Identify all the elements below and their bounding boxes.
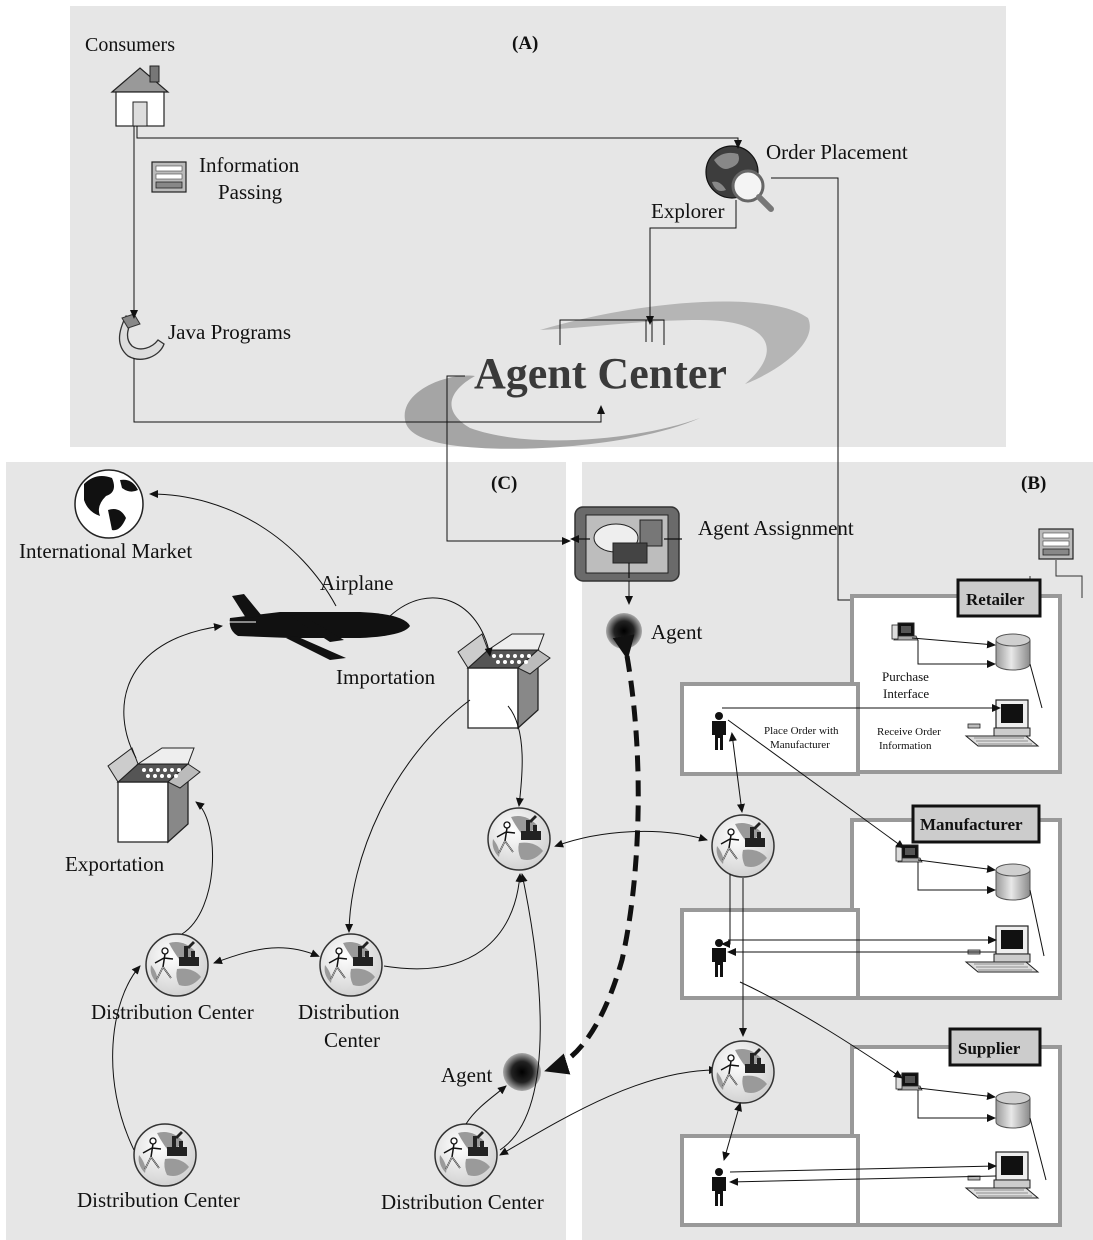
manufacturer-label: Manufacturer [920, 815, 1023, 834]
manufacturer-pc-down-connector [917, 862, 996, 894]
order-to-retailer-connector [771, 177, 852, 601]
importation-label: Importation [336, 665, 436, 689]
java-programs-label: Java Programs [168, 320, 291, 344]
supplier-database-icon [995, 1091, 1031, 1129]
information-label: Information [199, 153, 300, 177]
supplier-person-to-workstation-2 [729, 1175, 997, 1186]
exportation-to-airplane-connector [123, 623, 223, 759]
agent-top-label: Agent [651, 620, 702, 644]
manufacturer-distribution-center-icon [711, 814, 775, 878]
explorer-to-agent-center-connector [646, 200, 737, 325]
passing-label: Passing [218, 180, 283, 204]
manufacturer-database-icon [995, 863, 1031, 901]
distribution-center-mid-label-line1: Distribution [298, 1000, 400, 1024]
panel-c-label: (C) [491, 473, 517, 494]
airplane-label: Airplane [320, 571, 393, 595]
purchase-interface-line1: Purchase [882, 669, 929, 684]
supplier-pc-icon [895, 1072, 923, 1091]
explorer-label: Explorer [651, 199, 724, 223]
agent-top-icon [606, 613, 642, 649]
purchase-interface-line2: Interface [883, 686, 929, 701]
supplier-group [680, 1027, 1062, 1227]
manufacturer-dc-to-person-connector-1 [721, 874, 731, 948]
distribution-center-bottom-left-label: Distribution Center [77, 1188, 240, 1212]
purchase-pc-icon [891, 622, 919, 641]
distribution-center-icon [133, 1123, 197, 1187]
retailer-db-to-workstation-connector [1029, 663, 1043, 709]
dc-mid-to-dc-top-connector [383, 873, 524, 970]
java-to-agent-center-connector [133, 358, 605, 423]
supplier-label: Supplier [958, 1039, 1021, 1058]
supplier-db-to-workstation-connector [1029, 1117, 1047, 1181]
distribution-center-icon [487, 807, 551, 871]
agent-center-bracket [559, 319, 665, 345]
panel-a-background [70, 6, 1006, 447]
agent-center-to-assignment-connector [446, 375, 571, 545]
supplier-distribution-center-icon [711, 1040, 775, 1104]
order-placement-label: Order Placement [766, 140, 908, 164]
consumers-label: Consumers [85, 34, 175, 56]
panel-c-background [6, 462, 566, 1240]
manufacturer-person-to-supplier-pc [739, 981, 903, 1079]
manufacturer-pc-icon [895, 844, 923, 863]
international-market-label: International Market [19, 539, 192, 563]
agent-assignment-icon [572, 506, 682, 582]
dc-mid-to-dc-left-connector [213, 947, 320, 965]
supplier-dc-to-person-connector [722, 1102, 742, 1161]
place-order-line1: Place Order with [764, 725, 839, 737]
retailer-database-icon [995, 633, 1031, 671]
supplier-pc-down-connector [917, 1090, 996, 1122]
airplane-market-connector [149, 490, 337, 607]
retailer-person-to-dc-connector [728, 732, 745, 813]
house-icon [110, 65, 170, 127]
agent-center-swoosh-lower [404, 375, 700, 449]
retailer-form-icon [1038, 528, 1074, 560]
retailer-label: Retailer [966, 590, 1025, 609]
retailer-person-to-manufacturer-pc [727, 719, 905, 849]
information-form-icon [151, 161, 187, 193]
agent-center-title: Agent Center [474, 349, 727, 398]
distribution-center-icon [319, 933, 383, 997]
dc-to-exportation-connector [181, 801, 214, 935]
distribution-center-icon [434, 1123, 498, 1187]
receive-order-line1: Receive Order [877, 726, 941, 738]
international-market-globe-icon [74, 469, 144, 539]
retailer-pc-down-connector [917, 640, 996, 668]
panel-a-label: (A) [512, 33, 538, 54]
manufacturer-pc-to-db-connector [917, 859, 996, 873]
distribution-center-left-label: Distribution Center [91, 1000, 254, 1024]
dc-bottom-left-to-dc-left-connector [112, 965, 141, 1151]
distribution-center-icon [145, 933, 209, 997]
supplier-person-to-workstation-1 [729, 1162, 997, 1173]
consumers-to-order-connector [136, 126, 742, 149]
agent-center-swoosh [540, 301, 810, 384]
airplane-to-importation-connector [389, 597, 493, 657]
supplier-pc-to-db-connector [917, 1087, 996, 1101]
importation-to-dc-connector [507, 705, 524, 807]
airplane-icon [228, 594, 410, 660]
importation-to-dc-mid-connector [345, 699, 471, 933]
agent-bottom-label: Agent [441, 1063, 492, 1087]
retailer-pc-to-db-connector [911, 637, 996, 649]
distribution-center-bottom-mid-label: Distribution Center [381, 1190, 544, 1214]
agent-travel-dashed-arrow [544, 634, 641, 1075]
distribution-center-mid-label-line2: Center [324, 1028, 380, 1052]
agent-assignment-label: Agent Assignment [698, 516, 854, 540]
place-order-line2: Manufacturer [770, 739, 830, 751]
dc-top-to-manufacturer-dc-connector [554, 830, 708, 848]
manufacturer-db-to-workstation-connector [1029, 889, 1045, 957]
explorer-globe-icon [705, 145, 774, 212]
supplier-dc-to-bottom-dc-connector [499, 1066, 718, 1156]
exportation-label: Exportation [65, 852, 165, 876]
receive-order-line2: Information [879, 740, 932, 752]
panel-b-label: (B) [1021, 473, 1046, 494]
